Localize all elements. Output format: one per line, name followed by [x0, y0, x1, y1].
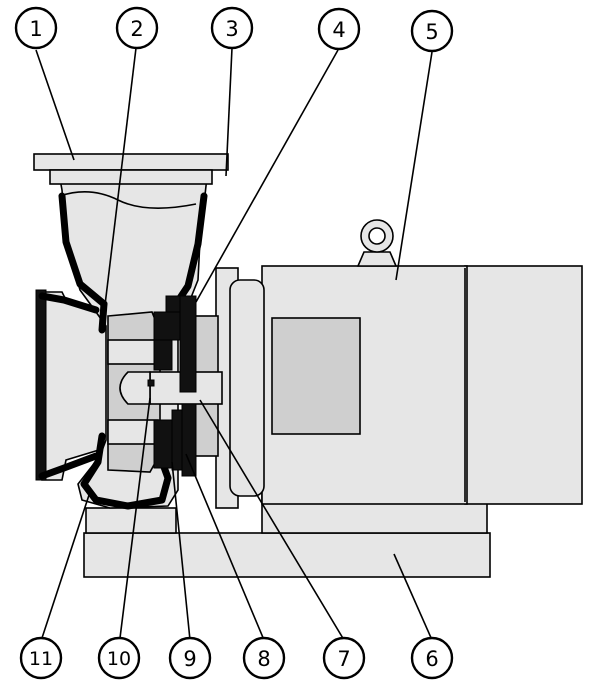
shaft	[119, 371, 223, 405]
callout-label: 2	[130, 17, 143, 41]
seal-assembly	[153, 295, 197, 477]
callout-3: 3	[210, 6, 254, 50]
motor	[261, 265, 583, 505]
callout-label: 6	[425, 647, 438, 671]
callout-label: 8	[257, 647, 270, 671]
lifting-eye	[356, 219, 398, 267]
callout-4: 4	[317, 7, 361, 51]
callout-5: 5	[410, 9, 454, 53]
callout-9: 9	[168, 636, 212, 680]
callout-label: 5	[425, 20, 438, 44]
callout-1: 1	[14, 6, 58, 50]
callout-label: 4	[332, 18, 345, 42]
callout-label: 7	[337, 647, 350, 671]
callout-6: 6	[410, 636, 454, 680]
callout-10: 10	[97, 636, 141, 680]
callout-11: 11	[19, 636, 63, 680]
discharge-flange	[33, 153, 229, 209]
callout-label: 11	[29, 648, 53, 670]
callout-label: 10	[107, 648, 131, 670]
leader-lines	[35, 47, 433, 641]
callout-label: 1	[29, 17, 42, 41]
callout-2: 2	[115, 6, 159, 50]
callout-7: 7	[322, 636, 366, 680]
callout-8: 8	[242, 636, 286, 680]
callout-label: 9	[183, 647, 196, 671]
callout-label: 3	[225, 17, 238, 41]
